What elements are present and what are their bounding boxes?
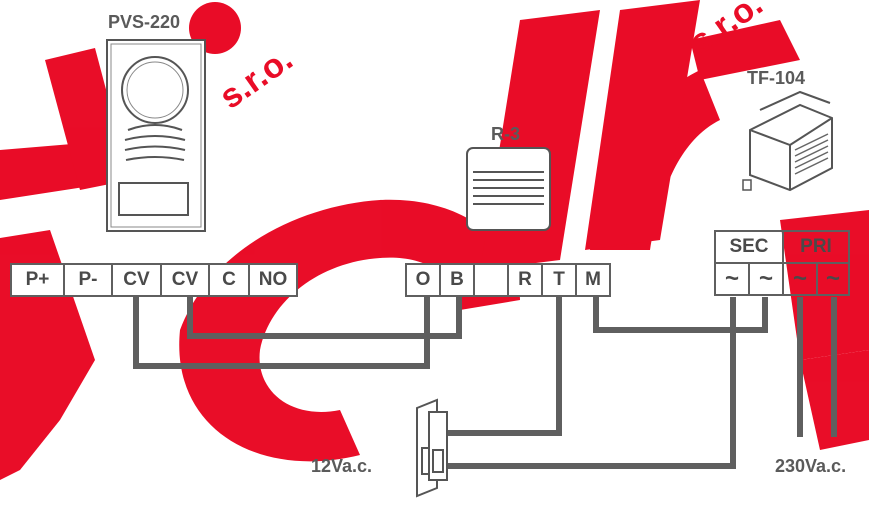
sec-terminal-2: ~	[748, 262, 784, 296]
door-panel-label: PVS-220	[108, 12, 181, 32]
relay-illustration	[466, 147, 551, 231]
sec-header: SEC	[714, 230, 784, 264]
terminal-r: R	[507, 263, 543, 297]
pri-header: PRI	[782, 230, 850, 264]
terminal-cv-1: CV	[111, 263, 162, 297]
door-panel-illustration	[106, 39, 206, 232]
lock-voltage-label: 12Va.c.	[311, 456, 373, 476]
terminal-c: C	[208, 263, 250, 297]
terminal-t: T	[541, 263, 577, 297]
terminal-b: B	[439, 263, 475, 297]
mains-voltage-label: 230Va.c.	[775, 456, 847, 476]
wires	[133, 297, 837, 469]
terminal-no: NO	[248, 263, 298, 297]
terminal-cv-2: CV	[160, 263, 210, 297]
transformer-illustration	[742, 90, 833, 192]
terminal-m: M	[575, 263, 611, 297]
relay-label: R-3	[491, 124, 521, 144]
terminal-p-plus: P+	[10, 263, 65, 297]
terminal-p-minus: P-	[63, 263, 113, 297]
pri-terminal-2: ~	[816, 262, 850, 296]
pri-terminal-1: ~	[782, 262, 818, 296]
terminal-o: O	[405, 263, 441, 297]
door-strike-illustration	[416, 398, 448, 498]
terminal-blank	[473, 263, 509, 297]
transformer-label: TF-104	[747, 68, 806, 88]
sec-terminal-1: ~	[714, 262, 750, 296]
